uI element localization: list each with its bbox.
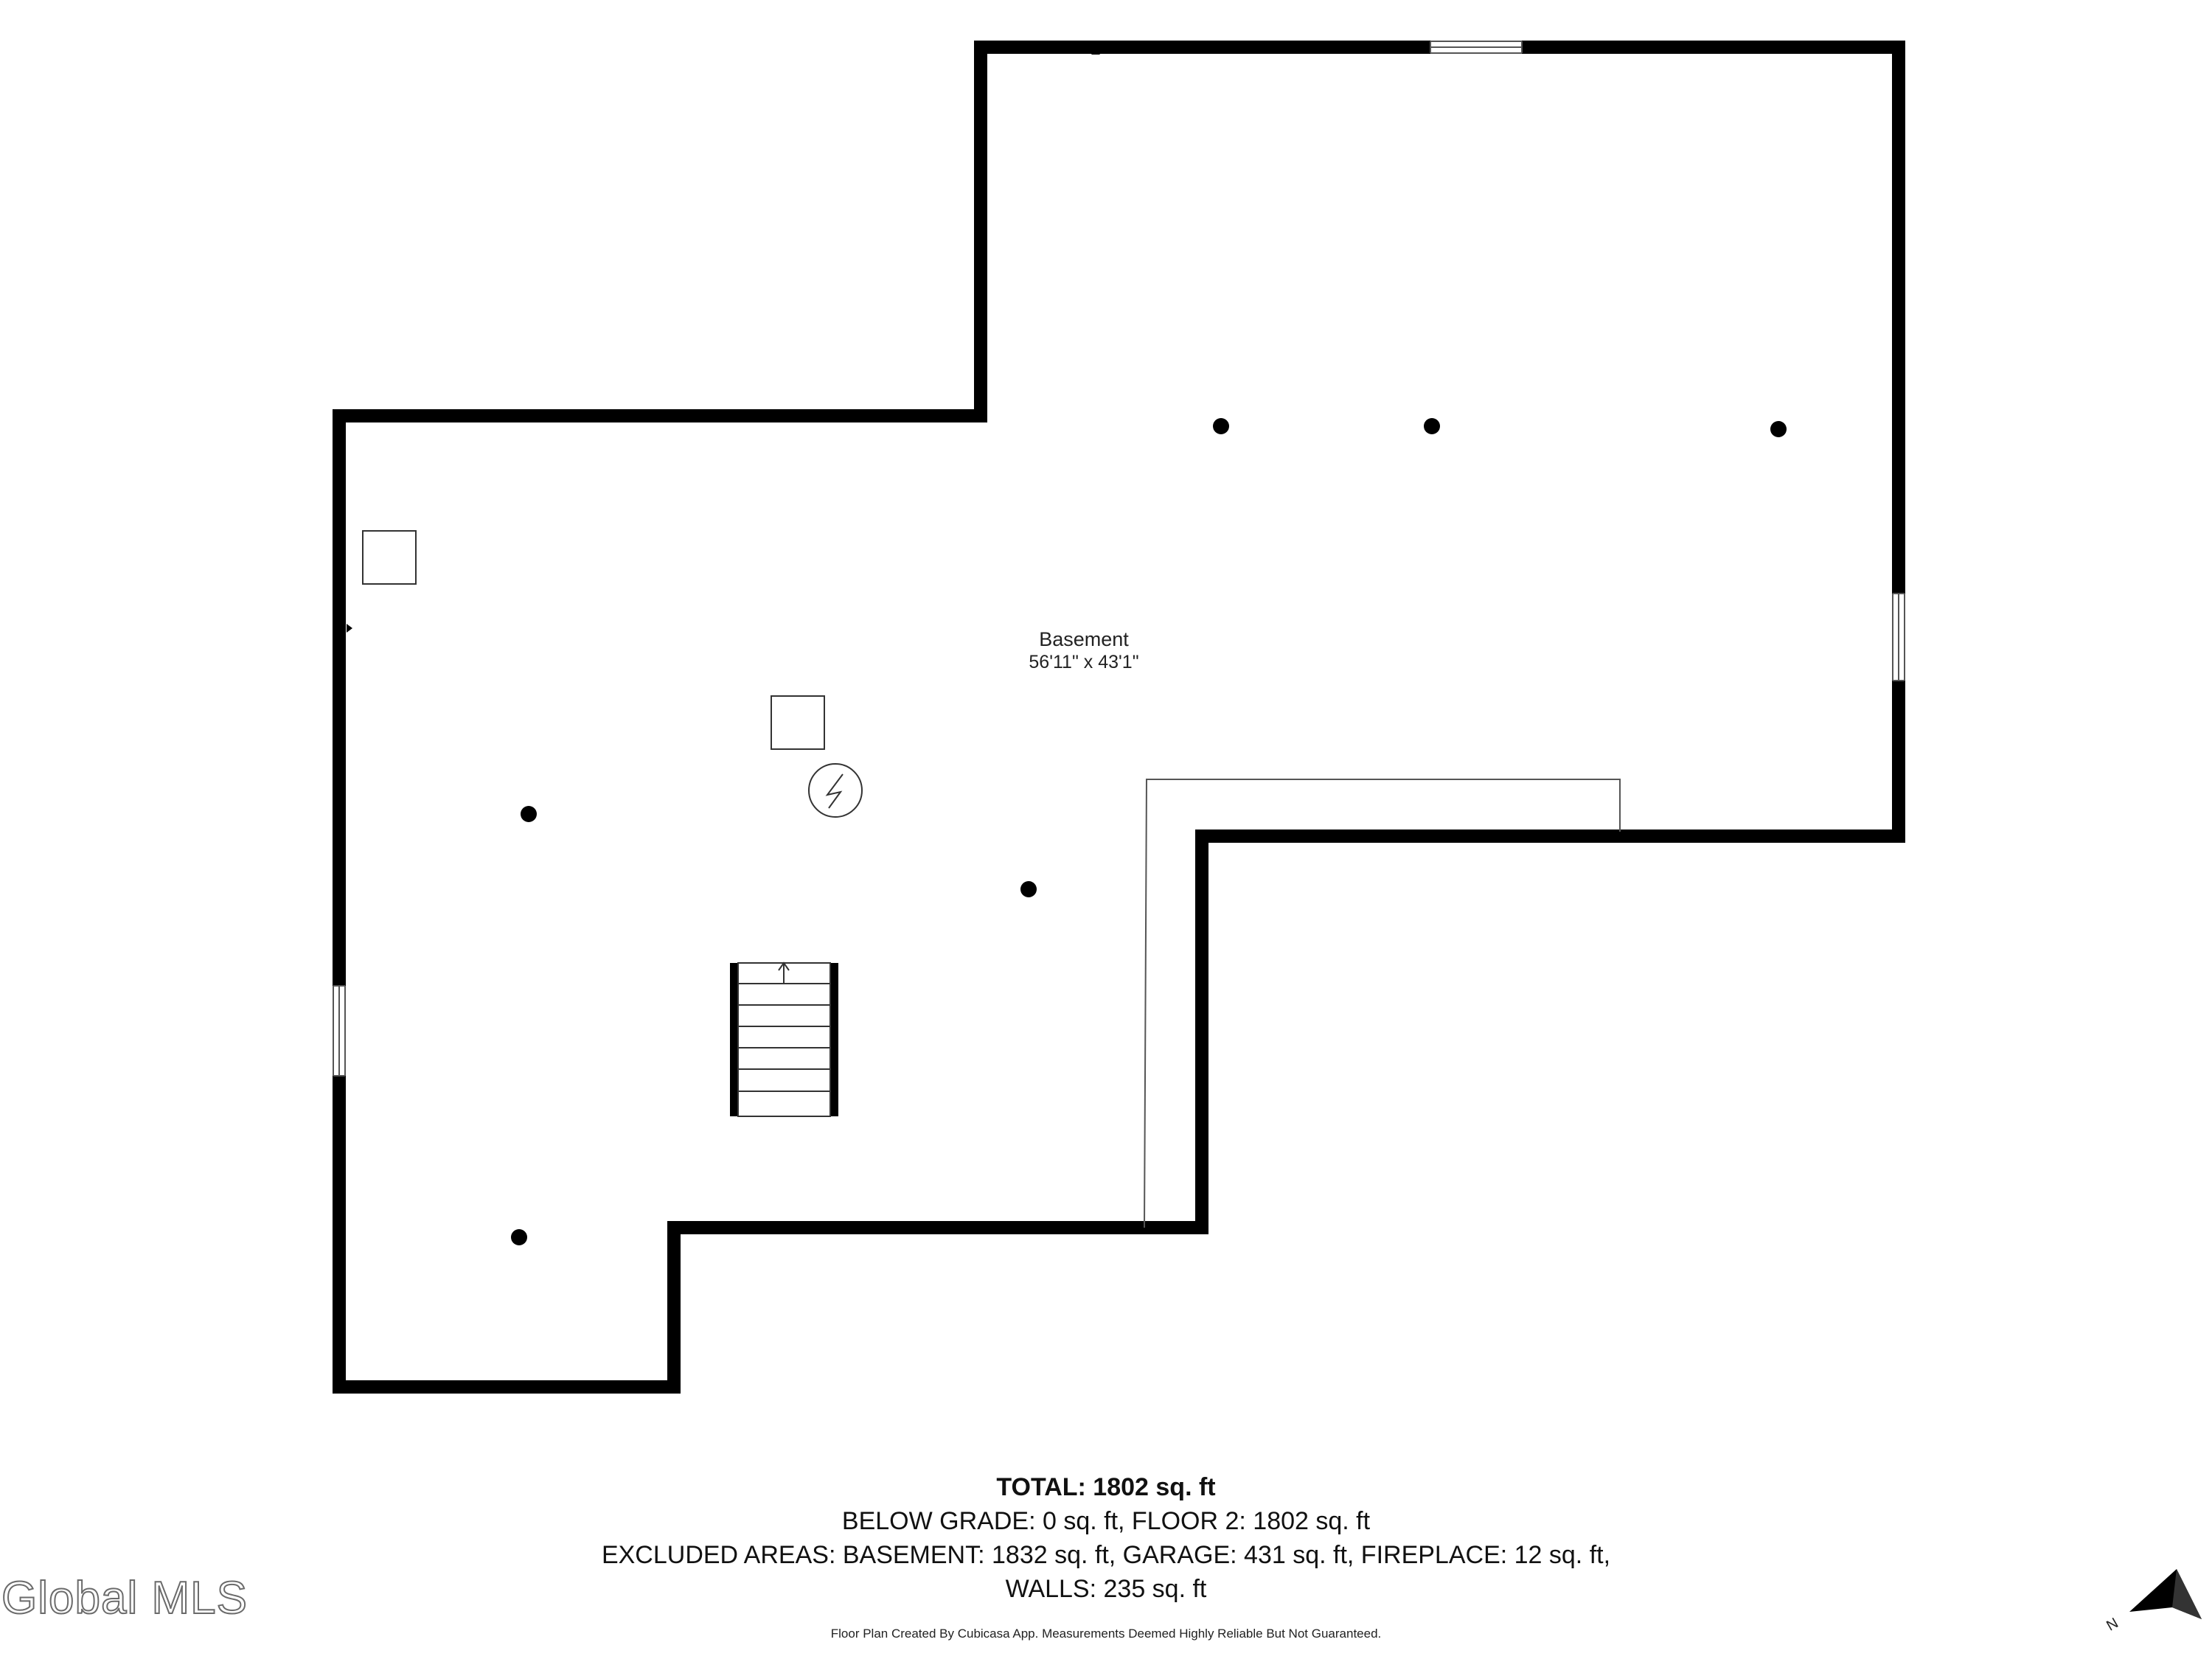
- credit-line: Floor Plan Created By Cubicasa App. Meas…: [830, 1627, 1382, 1641]
- window-right: [1891, 593, 1906, 681]
- compass-label: N: [2104, 1615, 2121, 1634]
- stairs-icon: [730, 961, 838, 1117]
- wall-marker-bottom: [1091, 1221, 1100, 1227]
- support-post-icon: [511, 1229, 527, 1245]
- total-area: TOTAL: 1802 sq. ft: [996, 1473, 1216, 1501]
- walls-line: WALLS: 235 sq. ft: [1005, 1575, 1207, 1603]
- garage-outline: [1144, 779, 1621, 1228]
- north-arrow-icon: [2129, 1569, 2202, 1619]
- window-left: [332, 985, 347, 1077]
- exterior-walls: [333, 41, 1905, 1394]
- utility-box-2: [771, 695, 825, 750]
- support-post-icon: [1770, 421, 1787, 437]
- utility-box-1: [362, 530, 417, 585]
- support-post-icon: [1213, 418, 1229, 434]
- electrical-panel-icon: [808, 763, 863, 818]
- support-post-icon: [1020, 881, 1037, 897]
- below-grade-line: BELOW GRADE: 0 sq. ft, FLOOR 2: 1802 sq.…: [841, 1507, 1371, 1535]
- logo: Global MLS: [1, 1572, 248, 1624]
- support-post-icon: [521, 806, 537, 822]
- room-dimensions: 56'11" x 43'1": [1029, 652, 1139, 672]
- room-name: Basement: [1039, 628, 1129, 650]
- excluded-areas-line: EXCLUDED AREAS: BASEMENT: 1832 sq. ft, G…: [601, 1541, 1611, 1569]
- window-top: [1430, 40, 1523, 55]
- wall-marker-top: [1091, 49, 1100, 55]
- wall-marker-left: [347, 624, 352, 633]
- support-post-icon: [1424, 418, 1440, 434]
